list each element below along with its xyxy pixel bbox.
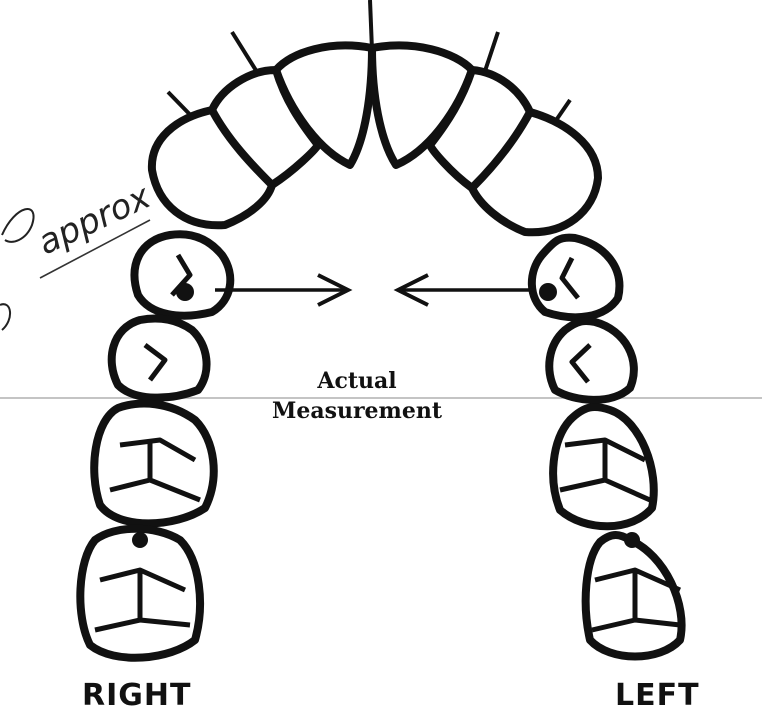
tooth-right-first-molar: [90, 399, 218, 528]
left-posterior-teeth: [527, 233, 686, 661]
tooth-left-canine: [468, 108, 602, 237]
right-posterior-teeth: [76, 230, 235, 662]
left-side-label: LEFT: [615, 678, 700, 713]
front-teeth: [147, 41, 602, 237]
measurement-label-line1: Actual: [316, 368, 396, 394]
handwritten-note: approx: [0, 176, 157, 331]
tooth-left-second-premolar: [545, 317, 638, 404]
right-side-label: RIGHT: [82, 678, 191, 713]
measurement-label-line2: Measurement: [272, 398, 443, 424]
measurement-arrows: [215, 273, 535, 307]
tooth-left-first-premolar: [527, 233, 624, 322]
tooth-right-first-premolar: [130, 230, 235, 320]
contact-shading: [132, 283, 640, 548]
tooth-right-canine: [147, 106, 276, 230]
